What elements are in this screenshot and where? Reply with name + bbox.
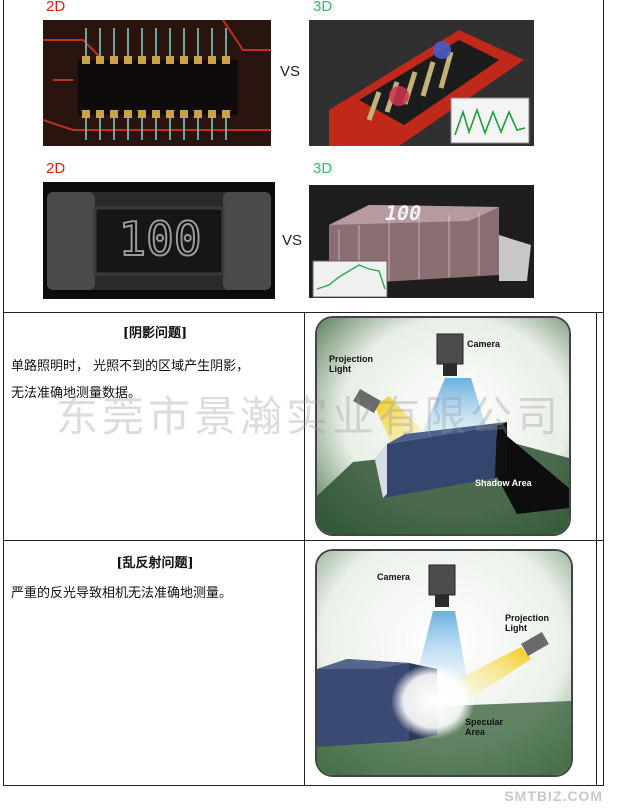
table-divider [4,312,603,313]
reflection-line-1: 严重的反光导致相机无法准确地测量。 [11,586,233,601]
table-column-divider [596,312,597,786]
shadow-description: 单路照明时， 光照不到的区域产生阴影， 无法准确地测量数据。 [11,353,301,407]
vs-label: VS [280,63,301,80]
site-watermark: SMTBIZ.COM [504,788,603,804]
resistor-2d-image: 100 [43,182,275,299]
camera-label: Camera [467,339,501,349]
pcb-2d-image [43,20,271,146]
label-2d: 2D [46,0,66,15]
company-watermark: 东莞市景瀚实业有限公司 [56,392,563,441]
reflection-title: [乱反射问题] [116,556,194,571]
label-3d: 3D [313,0,333,15]
resistor-3d-marking: 100 [382,201,424,225]
vs-label: VS [282,232,303,249]
table-divider [4,540,603,541]
table-column-divider [304,312,305,786]
shadow-line-2: 无法准确地测量数据。 [11,386,142,401]
shadow-line-1: 单路照明时， 光照不到的区域产生阴影， [11,359,250,374]
reflection-diagram: Camera Projection Light Specular Area [315,549,573,777]
label-3d: 3D [313,160,333,177]
shadow-title: [阴影问题] [122,326,188,341]
label-2d: 2D [46,160,66,177]
shadow-area-label: Shadow Area [475,478,532,488]
shadow-diagram: Camera Projection Light Shadow Area [315,316,571,536]
pcb-3d-image [309,20,534,146]
reflection-description: 严重的反光导致相机无法准确地测量。 [11,580,301,607]
specular-area-label: Specular Area [465,717,504,737]
resistor-marking: 100 [117,211,202,267]
camera-label: Camera [377,572,411,582]
resistor-3d-image: 100 [309,185,534,298]
projection-light-label: Projection Light [329,354,374,374]
projection-light-label: Projection Light [505,613,550,633]
document-table [3,0,604,786]
